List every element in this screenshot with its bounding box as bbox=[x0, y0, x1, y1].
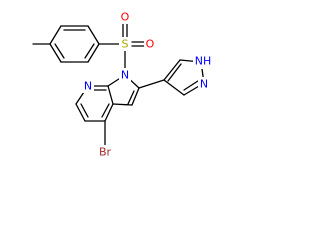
bond-c3-c3a bbox=[112, 103, 133, 106]
atom-nitrogen-pyrrole: N bbox=[121, 69, 129, 82]
atom-oxygen-right: O bbox=[146, 38, 155, 51]
bond-tolyl-6-inner bbox=[54, 43, 65, 59]
bond-c6-c5-inner bbox=[80, 103, 89, 118]
bond-c6-c5 bbox=[75, 103, 86, 122]
bond-c2-c3-inner bbox=[127, 90, 135, 105]
bond-tolyl-3 bbox=[87, 25, 100, 45]
atom-bromine: Br bbox=[99, 146, 112, 159]
bond-tolyl-6 bbox=[49, 43, 62, 63]
bonds bbox=[32, 23, 205, 146]
bond-pz-c4-c5 bbox=[163, 59, 181, 81]
bond-tolyl-4 bbox=[87, 43, 100, 63]
bond-pz-c4-c5-inner bbox=[167, 63, 182, 82]
bond-c2-c3 bbox=[131, 87, 140, 106]
bond-c4-c3a bbox=[104, 103, 114, 122]
atom-nitrogen-pyridine: N bbox=[84, 80, 92, 93]
bond-c2-pyrazole bbox=[138, 79, 165, 89]
atom-oxygen-top: O bbox=[121, 11, 130, 24]
atom-sulfur: S bbox=[122, 38, 129, 51]
bond-c3a-c7a bbox=[107, 85, 114, 105]
chemical-structure: S O O N N NH N Br bbox=[32, 10, 213, 159]
atom-nitrogen-pyrazole: N bbox=[200, 78, 208, 91]
bond-pz-c3-c4 bbox=[163, 79, 185, 96]
bond-tolyl-1 bbox=[49, 25, 62, 45]
atom-labels: S O O N N NH N Br bbox=[82, 10, 213, 159]
bond-tolyl-4-inner bbox=[84, 43, 95, 59]
atom-nh-pyrazole: NH bbox=[195, 55, 212, 68]
bond-c4-c3a-inner bbox=[101, 103, 110, 118]
